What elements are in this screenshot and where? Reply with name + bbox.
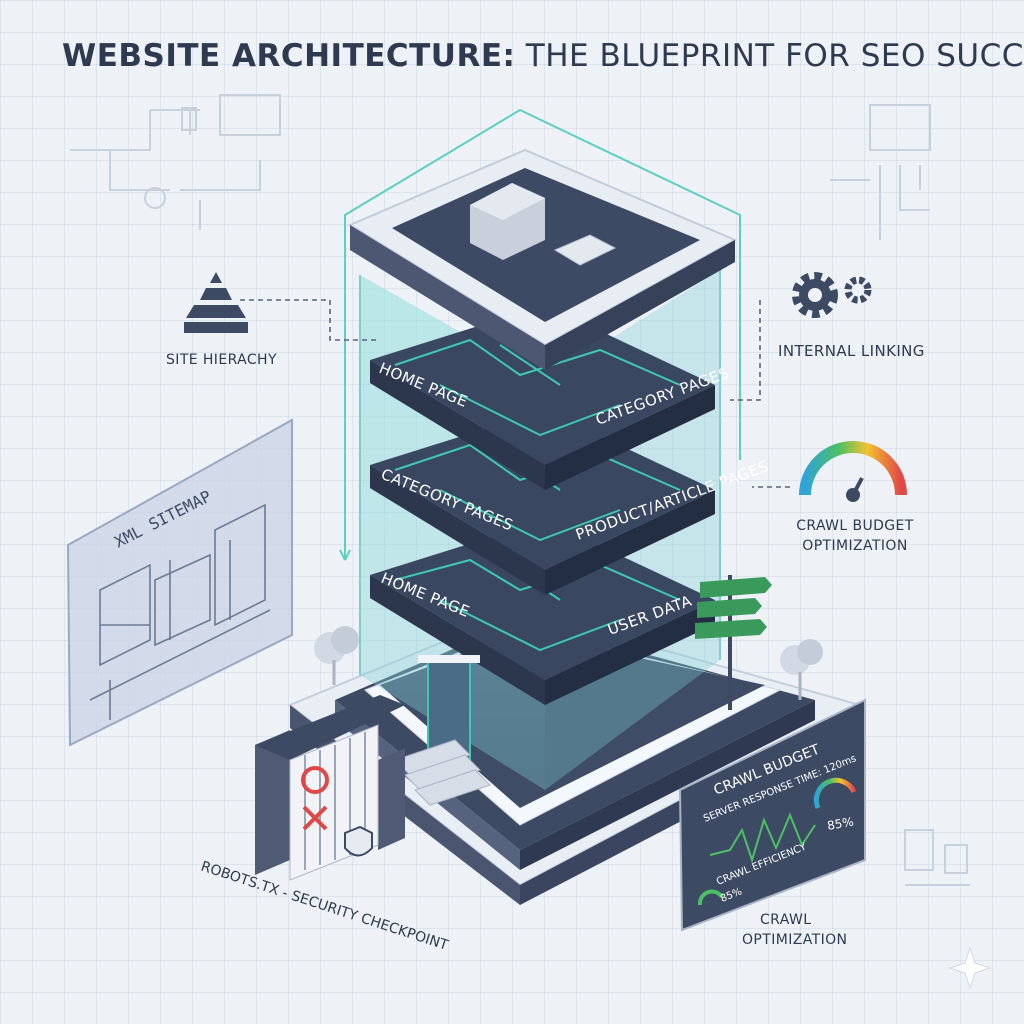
crawl-optimization-label: CRAWL OPTIMIZATION — [742, 912, 847, 948]
pyramid-icon — [184, 272, 248, 333]
background-circuit-left — [70, 94, 281, 230]
x-mark-icon — [301, 766, 329, 831]
tower-roof — [347, 148, 738, 370]
crawl-optimization-line1: CRAWL — [760, 912, 812, 928]
title-light: THE BLUEPRINT FOR SEO SUCCESS — [525, 38, 1024, 74]
title-bold: WEBSITE ARCHITECTURE: — [62, 38, 516, 74]
crawl-budget-optimization-label: CRAWL BUDGET OPTIMIZATION — [790, 518, 920, 554]
crawl-budget-optimization-line2: OPTIMIZATION — [802, 538, 908, 554]
crawl-budget-optimization-line1: CRAWL BUDGET — [796, 518, 914, 534]
background-circuit-right — [830, 104, 931, 240]
dashed-connectors — [240, 299, 790, 488]
floor-3 — [370, 520, 715, 705]
dashboard-percent: 85% — [826, 815, 855, 833]
tree-icon-right — [780, 639, 823, 700]
entrance-stairs — [394, 739, 491, 806]
background-device-icon — [904, 829, 970, 886]
site-hierarchy-label: SITE HIERACHY — [166, 352, 277, 368]
sparkle-icon — [948, 946, 992, 990]
signpost-icon — [695, 575, 772, 710]
robots-checkpoint-label: ROBOTS.TX - SECURITY CHECKPOINT — [199, 859, 451, 954]
crawl-optimization-line2: OPTIMIZATION — [742, 932, 848, 948]
tree-icon-left — [314, 626, 359, 685]
internal-linking-label: INTERNAL LINKING — [778, 342, 925, 360]
crawl-dashboard-panel — [678, 698, 866, 932]
gauge-icon — [799, 441, 907, 502]
xml-sitemap-board — [66, 418, 293, 747]
teal-flow-lines — [339, 108, 741, 561]
floor-1 — [370, 305, 715, 490]
gear-icon — [792, 272, 872, 318]
page-title: WEBSITE ARCHITECTURE: THE BLUEPRINT FOR … — [62, 38, 1024, 74]
shield-icon — [344, 825, 373, 857]
